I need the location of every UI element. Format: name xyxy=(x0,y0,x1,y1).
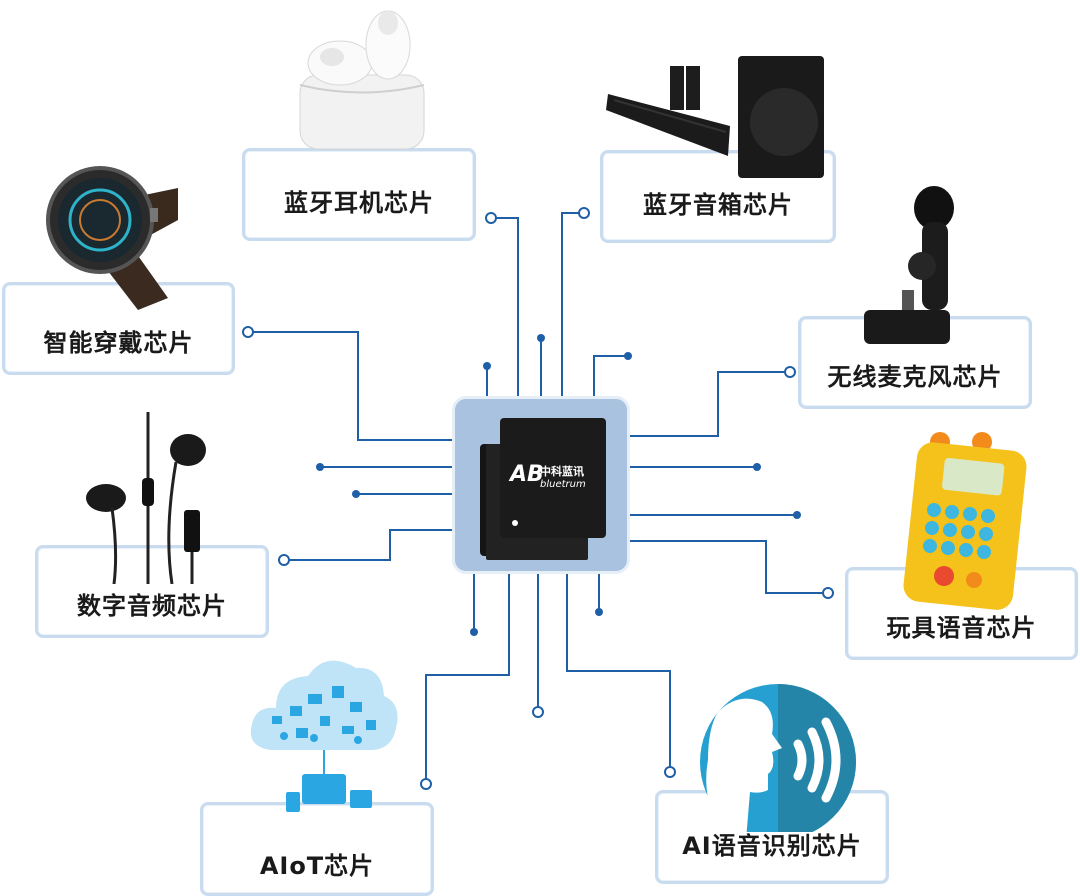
card-label: AI语音识别芯片 xyxy=(682,832,862,860)
card-label: 数字音频芯片 xyxy=(77,592,227,620)
wire-toy xyxy=(630,540,828,594)
chip-logo: AB 中科蓝讯 bluetrum xyxy=(510,460,602,500)
card-toy-voice: 玩具语音芯片 xyxy=(845,567,1078,660)
wire-digital-audio xyxy=(284,529,454,561)
chip-pin1-dot xyxy=(512,520,518,526)
card-bluetooth-earbuds: 蓝牙耳机芯片 xyxy=(242,148,476,241)
card-ai-voice: AI语音识别芯片 xyxy=(655,790,889,884)
smartwatch-icon xyxy=(46,166,178,310)
card-aiot: AIoT芯片 xyxy=(200,802,434,896)
cloud-iot-icon xyxy=(250,660,398,812)
microphone-icon xyxy=(864,186,954,344)
chip-brand-en: bluetrum xyxy=(540,479,586,490)
chip-brand-cn: 中科蓝讯 xyxy=(540,465,584,478)
soundbar-icon xyxy=(606,56,824,178)
card-label: AIoT芯片 xyxy=(259,852,375,880)
wire-aiot xyxy=(425,574,510,784)
wire-ai-voice xyxy=(566,574,671,772)
wire-speaker xyxy=(561,212,584,398)
card-label: 智能穿戴芯片 xyxy=(43,329,194,357)
card-label: 蓝牙音箱芯片 xyxy=(643,191,793,219)
earbuds-icon xyxy=(299,10,425,150)
voice-recognition-icon xyxy=(700,684,856,832)
chip-body xyxy=(500,418,606,538)
wire-top-stub-3 xyxy=(593,355,628,398)
wire-wearable xyxy=(248,331,454,441)
wire-microphone xyxy=(630,371,790,437)
card-label: 蓝牙耳机芯片 xyxy=(284,189,434,217)
toy-device-icon xyxy=(903,432,1027,610)
earphones-icon xyxy=(86,412,206,584)
chip-logo-mark: AB xyxy=(510,462,544,487)
wire-earbuds xyxy=(491,217,519,398)
card-label: 无线麦克风芯片 xyxy=(827,363,1003,391)
card-label: 玩具语音芯片 xyxy=(886,614,1037,642)
card-digital-audio: 数字音频芯片 xyxy=(35,545,269,638)
